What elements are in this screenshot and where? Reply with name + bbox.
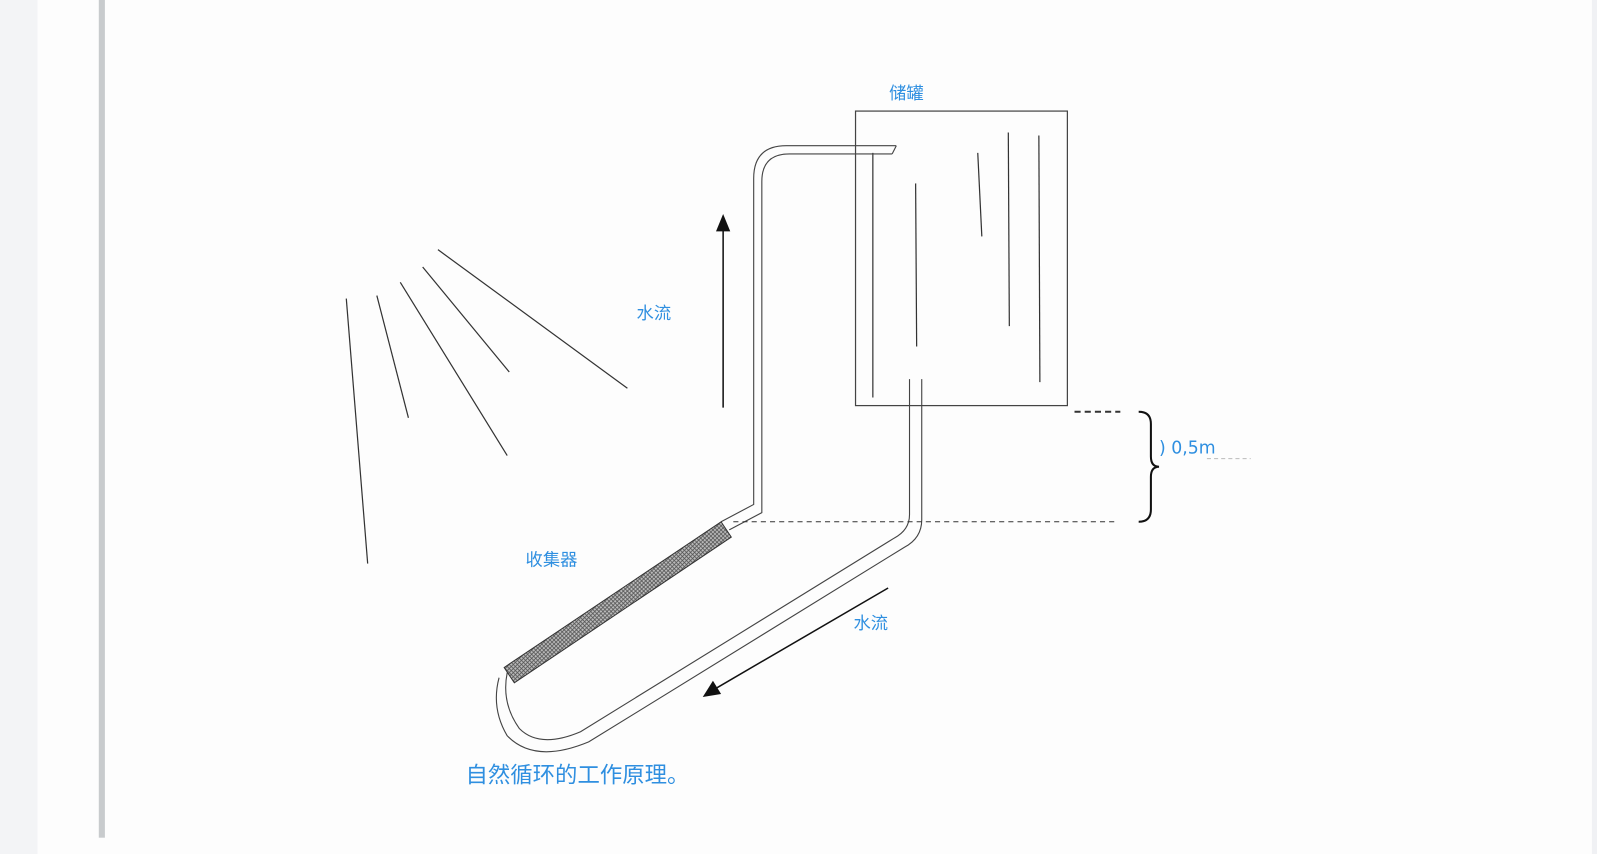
height-label: ) 0,5m (1159, 438, 1216, 458)
right-scrollbar-track[interactable] (1591, 0, 1597, 854)
solar-circulation-diagram: 储罐 水流 ) 0,5m 收集器 水流 自然循环的工作原理。 (345, 84, 1251, 789)
collector-panel (503, 521, 732, 684)
height-indicator (733, 410, 1251, 523)
page-left-border (98, 0, 105, 838)
riser-pipe (720, 145, 897, 531)
collector-label: 收集器 (526, 551, 578, 571)
arrow-down-left-icon (702, 587, 889, 698)
page (37, 0, 1592, 854)
left-side-panel (0, 0, 38, 854)
flow-up-label: 水流 (637, 304, 672, 324)
flow-down-label: 水流 (853, 614, 888, 634)
figure-caption: 自然循环的工作原理。 (465, 763, 689, 789)
downcomer-pipe (495, 379, 923, 753)
tank-label: 储罐 (889, 84, 924, 104)
storage-tank (854, 110, 1068, 407)
sun-rays (345, 249, 628, 564)
arrow-up-icon (716, 214, 731, 408)
